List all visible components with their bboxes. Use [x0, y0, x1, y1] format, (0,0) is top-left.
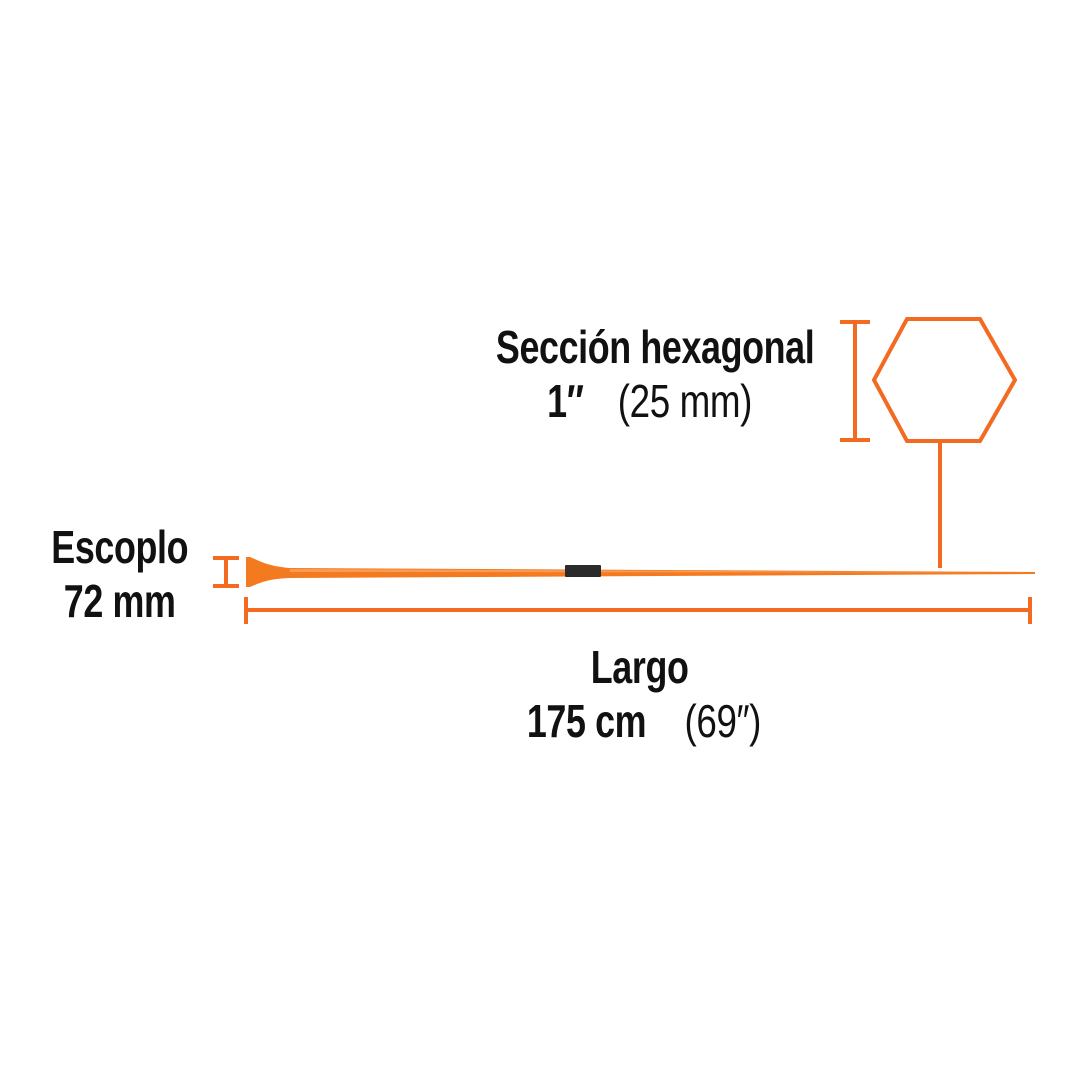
chisel-size: 72 mm: [64, 574, 176, 627]
length-label: Largo 175 cm (69″): [440, 641, 840, 747]
hex-section-size: 1″: [546, 374, 584, 427]
chisel-label: Escoplo 72 mm: [20, 521, 220, 627]
hex-section-size-metric: (25 mm): [617, 374, 752, 427]
hex-section-title: Sección hexagonal: [495, 321, 815, 373]
hexagon-icon: [871, 317, 1018, 443]
chisel-title: Escoplo: [51, 521, 189, 573]
length-title: Largo: [591, 641, 689, 693]
length-size: 175 cm: [526, 694, 646, 747]
hex-dimension-bracket: [840, 320, 870, 442]
brand-label: [565, 565, 601, 577]
chisel-dimension-bracket: [213, 556, 239, 588]
pry-bar: [246, 557, 1035, 587]
length-size-imperial: (69″): [684, 694, 761, 747]
hex-section-label: Sección hexagonal 1″ (25 mm): [440, 321, 870, 427]
length-dimension-line: [244, 597, 1032, 624]
